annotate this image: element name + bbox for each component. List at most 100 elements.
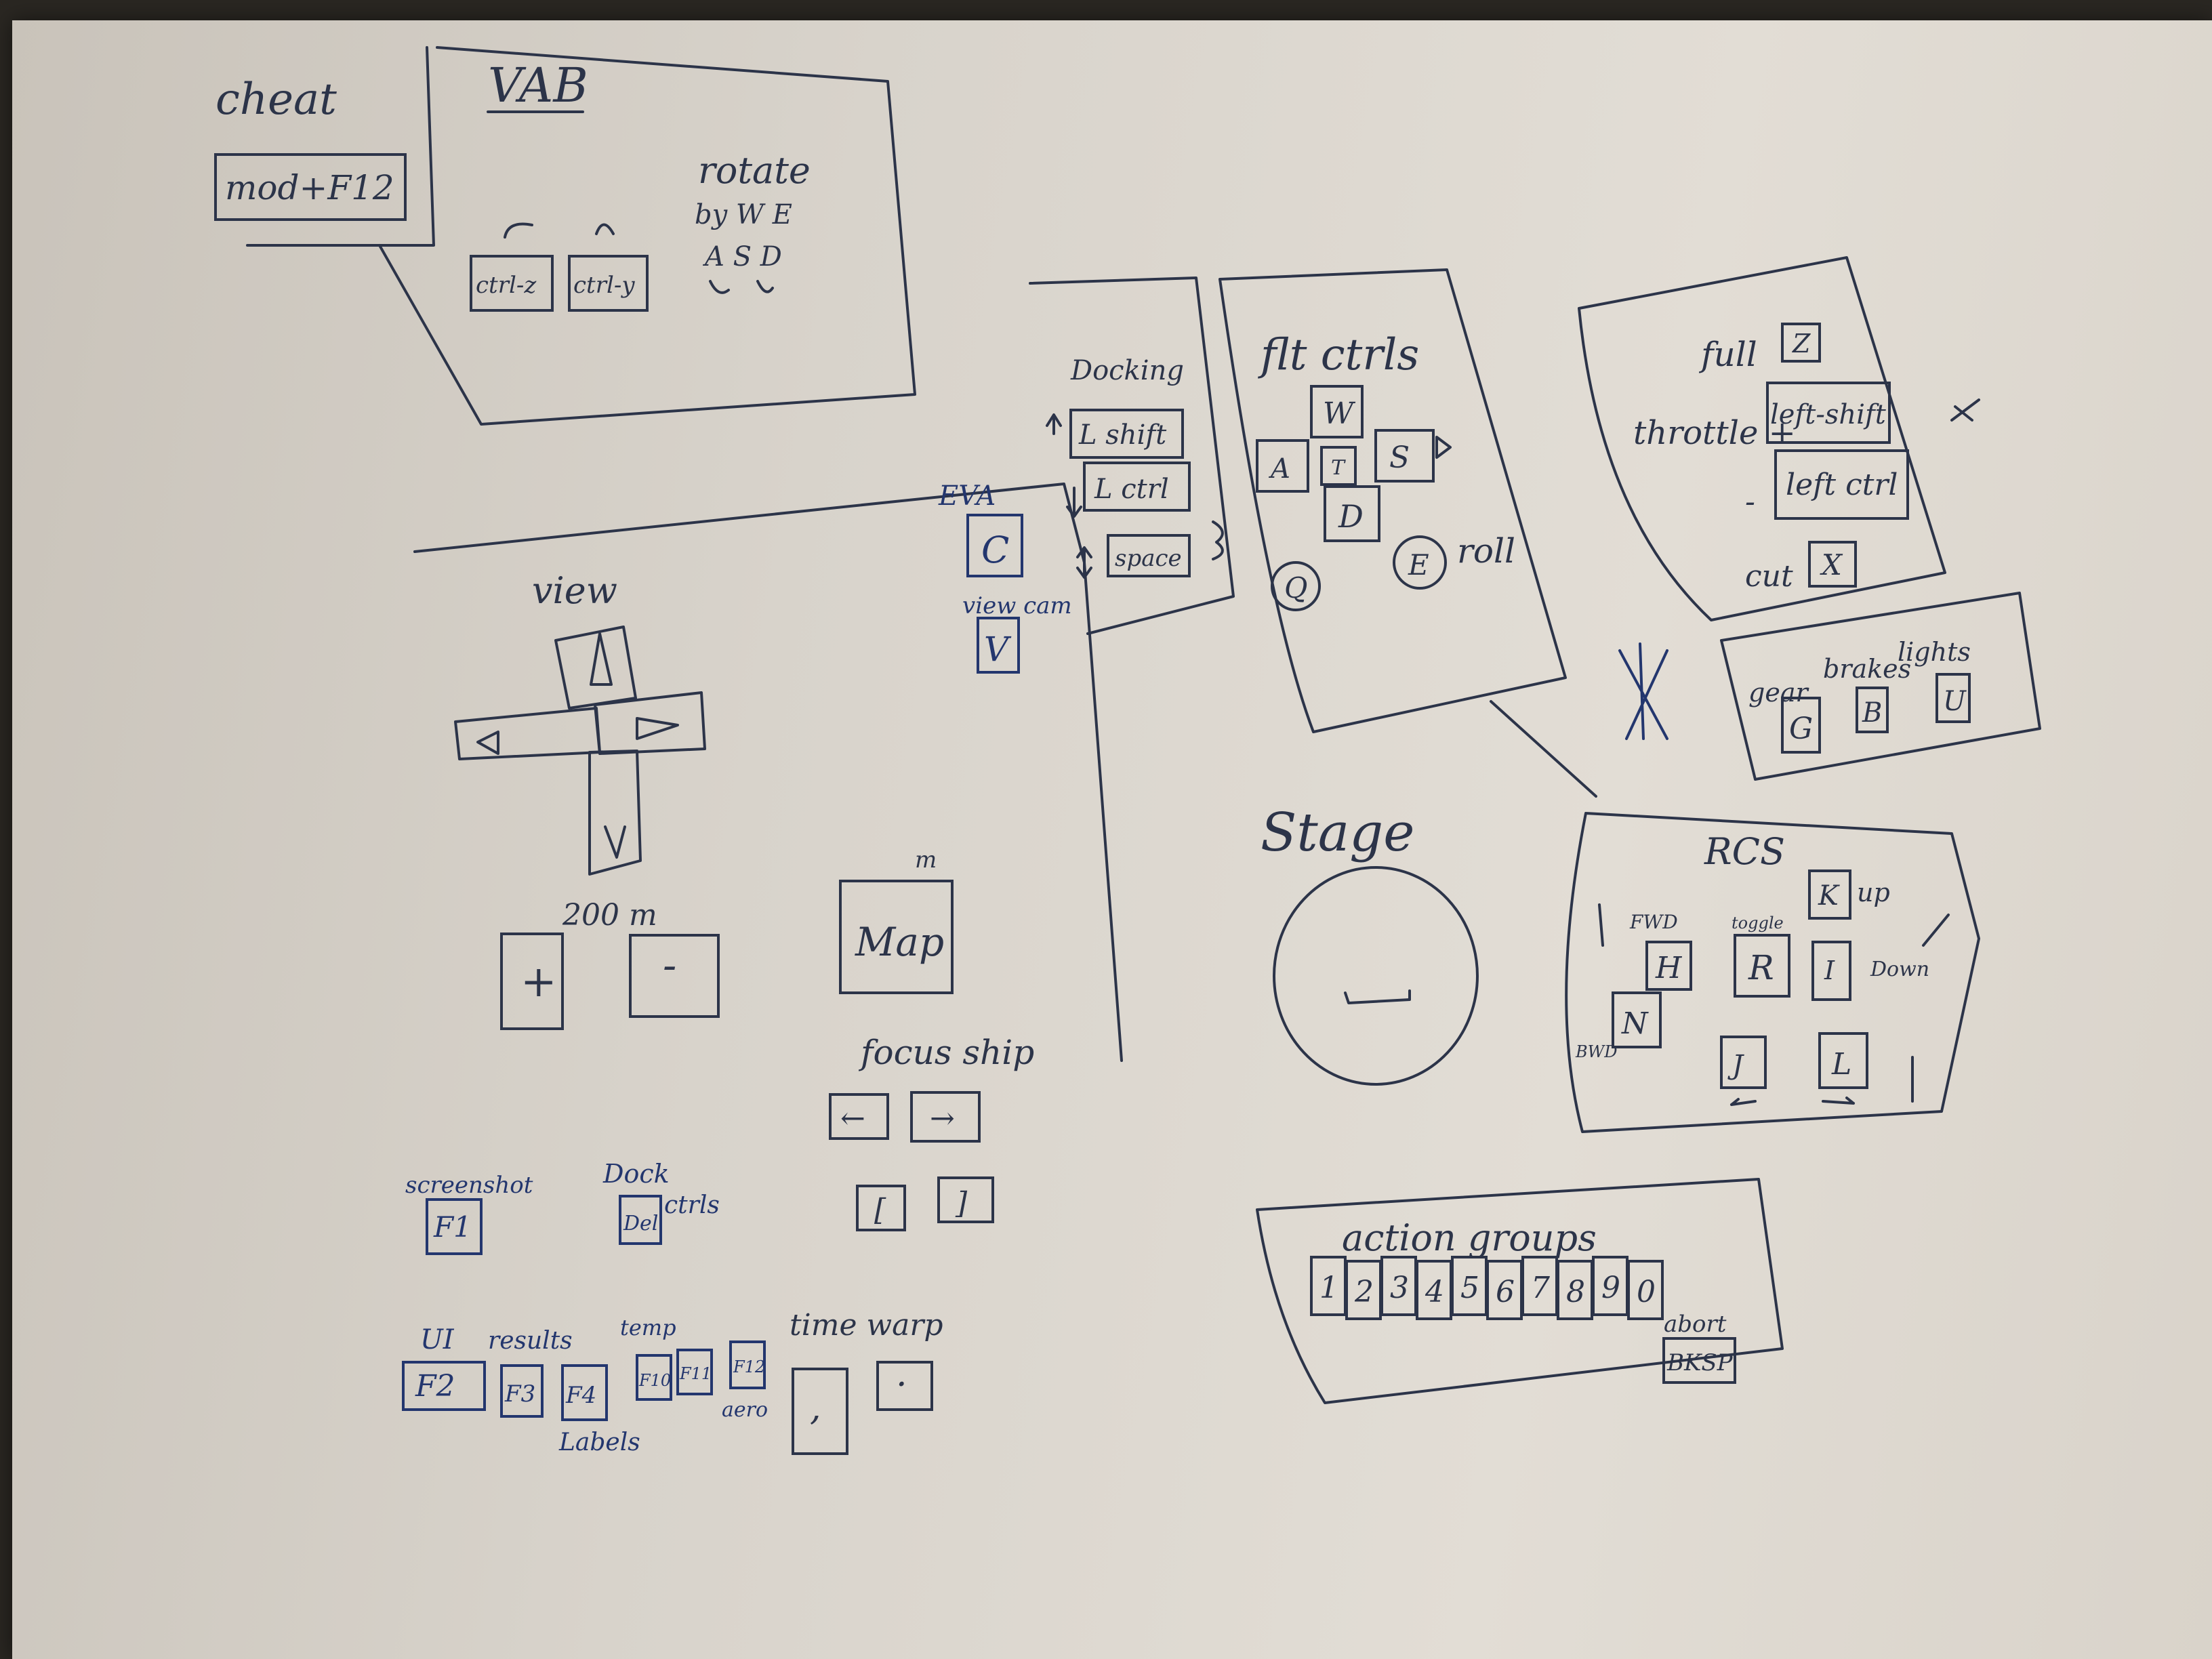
dock-key[interactable] <box>619 1195 662 1245</box>
flight-a-label: A <box>1268 453 1290 485</box>
cam-key[interactable] <box>977 617 1020 674</box>
throttle-full-key-label: Z <box>1792 329 1811 359</box>
view-right-key[interactable] <box>594 691 706 755</box>
map-key[interactable] <box>839 880 954 994</box>
rcs-up-label: up <box>1857 878 1890 907</box>
rcs-i-key[interactable] <box>1811 941 1851 1001</box>
focus-prev-label: ← <box>840 1101 865 1136</box>
rcs-k-key[interactable] <box>1808 869 1851 920</box>
rcs-j-key[interactable] <box>1720 1036 1767 1089</box>
eva-label: EVA <box>938 480 996 512</box>
staging-space-key[interactable] <box>1273 866 1479 1086</box>
ui-key[interactable] <box>402 1361 486 1411</box>
rcs-n-key[interactable] <box>1612 991 1662 1048</box>
screenshot-key[interactable] <box>426 1198 483 1255</box>
temp-key-1[interactable] <box>636 1354 672 1401</box>
flight-d-key[interactable] <box>1324 485 1380 542</box>
dock-label: Dock <box>602 1159 670 1189</box>
redo-key[interactable] <box>568 255 649 312</box>
space-bar-icon <box>1344 989 1411 1004</box>
docking-panel-border <box>1029 276 1235 635</box>
view-up-key[interactable] <box>554 626 637 710</box>
map-key-label: Map <box>855 919 944 965</box>
rcs-panel-border <box>1565 812 1980 1133</box>
flight-s-key[interactable] <box>1374 429 1435 483</box>
flight-a-key[interactable] <box>1256 439 1309 493</box>
focus-next-key[interactable] <box>910 1091 981 1143</box>
docking-ctrl-key[interactable] <box>1083 462 1191 512</box>
rotate-keys-row1: by W E <box>695 199 792 230</box>
action-group-key-0[interactable] <box>1627 1260 1664 1320</box>
brakes-key[interactable] <box>1856 687 1889 733</box>
timewarp-fast-key[interactable] <box>876 1361 933 1411</box>
flight-e-key[interactable] <box>1393 535 1447 590</box>
docking-space-key[interactable] <box>1107 534 1191 577</box>
gear-label: gear <box>1748 678 1809 708</box>
zoom-in-key[interactable] <box>500 933 564 1030</box>
eva-key[interactable] <box>966 514 1023 577</box>
undo-key[interactable] <box>470 255 554 312</box>
docking-shift-key[interactable] <box>1069 409 1184 459</box>
focus-alt-prev-key[interactable] <box>856 1185 906 1231</box>
throttle-plus-key-label: left-shift <box>1770 399 1887 430</box>
throttle-minus-key[interactable] <box>1774 449 1909 520</box>
flight-w-label: W <box>1323 396 1356 431</box>
map-hint: m <box>915 846 937 874</box>
aero-key[interactable] <box>729 1340 766 1389</box>
updown-arrow-icon <box>1076 546 1092 579</box>
docking-title: Docking <box>1070 355 1184 386</box>
timewarp-label: time warp <box>790 1308 943 1343</box>
zoom-out-label: - <box>663 942 676 989</box>
focus-alt-next-label: ] <box>955 1186 968 1221</box>
view-title: view <box>532 569 617 612</box>
eva-key-label: C <box>981 529 1009 571</box>
throttle-arrow-icon <box>1950 398 1980 422</box>
rcs-l-key[interactable] <box>1818 1032 1868 1089</box>
rcs-r-key[interactable] <box>1734 934 1790 998</box>
results-label: results <box>488 1327 573 1355</box>
rcs-down-label: Down <box>1870 958 1929 981</box>
zoom-label: 200 m <box>562 898 657 933</box>
cheat-key[interactable] <box>214 153 407 221</box>
rcs-right-arrow-icon <box>1822 1097 1855 1105</box>
throttle-full-key[interactable] <box>1781 323 1821 363</box>
flight-rcs-connector <box>1490 700 1597 798</box>
action-group-key-label-5: 5 <box>1460 1271 1479 1305</box>
focus-title: focus ship <box>858 1033 1034 1072</box>
throttle-cut-key[interactable] <box>1808 541 1857 588</box>
zoom-out-key[interactable] <box>629 934 720 1018</box>
section-divider <box>413 483 1123 1062</box>
gear-key[interactable] <box>1781 697 1821 754</box>
flight-q-label: Q <box>1284 571 1307 605</box>
flight-w-key[interactable] <box>1310 385 1364 438</box>
docking-shift-label: L shift <box>1078 419 1167 451</box>
rcs-h-key[interactable] <box>1645 941 1692 991</box>
timewarp-slow-key[interactable] <box>792 1368 848 1455</box>
view-left-key[interactable] <box>454 707 601 760</box>
labels-key[interactable] <box>561 1364 608 1421</box>
temp-key-2[interactable] <box>676 1349 713 1395</box>
dock-key-label: Del <box>623 1212 658 1235</box>
flight-q-key[interactable] <box>1271 561 1321 611</box>
action-groups-title: action groups <box>1342 1216 1597 1259</box>
throttle-plus-key[interactable] <box>1766 382 1891 444</box>
action-group-key-label-8: 8 <box>1566 1275 1585 1309</box>
timewarp-slow-label: , <box>810 1388 821 1429</box>
focus-prev-key[interactable] <box>829 1093 889 1140</box>
view-down-key[interactable] <box>588 750 642 876</box>
rcs-bwd-label: BWD <box>1575 1042 1618 1061</box>
rcs-l-label: L <box>1831 1047 1851 1082</box>
rotate-keys-row2: A S D <box>702 241 782 272</box>
focus-alt-next-key[interactable] <box>937 1176 994 1223</box>
flight-t-key[interactable] <box>1320 446 1357 486</box>
action-group-key-label-6: 6 <box>1496 1275 1515 1309</box>
lights-key[interactable] <box>1936 673 1971 723</box>
toggles-panel: gear brakes lights G B U <box>1720 592 2041 781</box>
cam-label: view cam <box>962 592 1072 619</box>
throttle-panel-border <box>1578 256 1946 621</box>
cheat-key-label: mod+F12 <box>225 168 394 207</box>
aero-label: aero <box>722 1398 768 1422</box>
docking-panel: Docking L shift L ctrl space <box>1029 276 1235 635</box>
results-key[interactable] <box>500 1364 544 1418</box>
abort-key[interactable] <box>1662 1337 1736 1384</box>
